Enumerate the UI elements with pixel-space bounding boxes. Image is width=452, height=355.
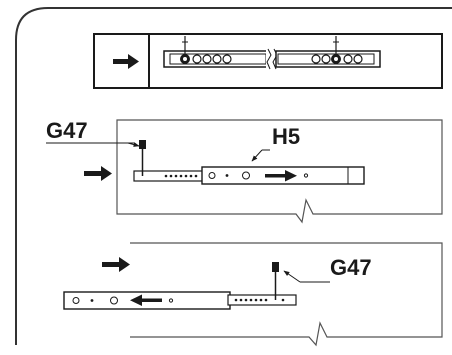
- rail-segment-left: [163, 50, 269, 68]
- right-arrow-icon: [102, 257, 130, 272]
- top-panel: [93, 33, 443, 89]
- right-arrow-icon: [113, 54, 139, 69]
- bottom-panel: G47: [63, 242, 443, 347]
- right-arrow-icon: [265, 170, 297, 182]
- middle-panel: G47 H5: [46, 118, 443, 224]
- outer-frame: [15, 7, 452, 345]
- fixed-rail: [227, 294, 297, 306]
- rail-segment-right: [275, 50, 381, 68]
- part-label-h5: H5: [272, 124, 300, 149]
- screw-icon: [182, 36, 188, 54]
- screw-icon: [272, 262, 279, 300]
- screw-icon: [139, 140, 146, 176]
- part-label-g47: G47: [46, 118, 88, 143]
- left-arrow-icon: [130, 294, 162, 306]
- right-arrow-icon: [84, 166, 112, 181]
- part-label-g47-bottom: G47: [330, 255, 372, 280]
- screw-icon: [333, 36, 339, 54]
- fixed-rail: [133, 170, 205, 182]
